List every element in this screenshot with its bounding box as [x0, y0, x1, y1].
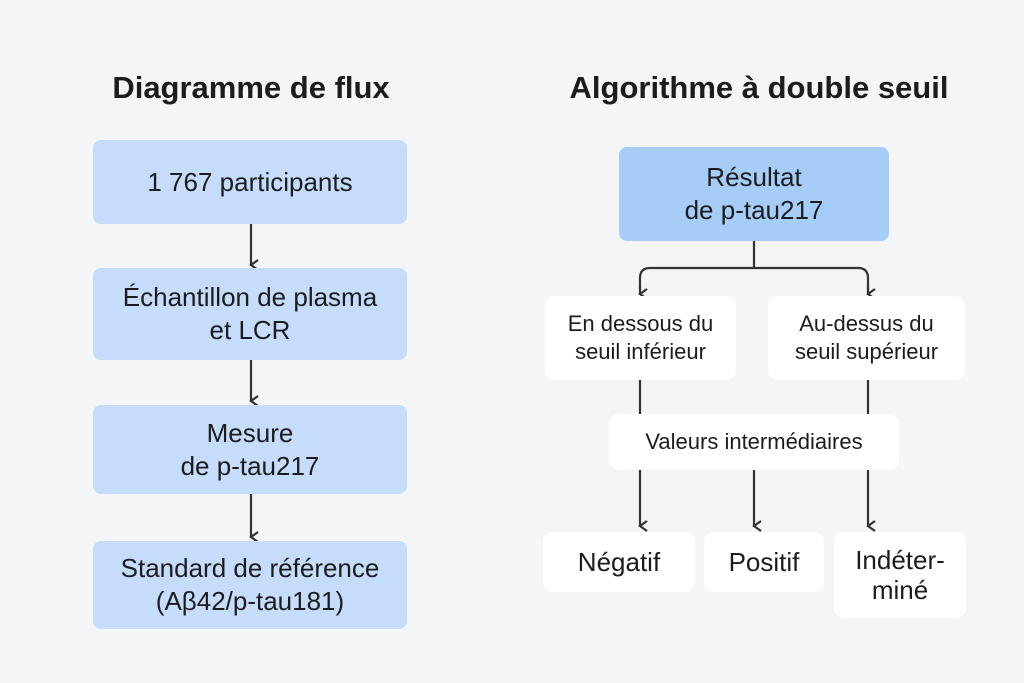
flow-step-sample: Échantillon de plasma et LCR: [93, 268, 407, 360]
outcome-negatif: Négatif: [543, 532, 695, 592]
outcome-indetermine: Indéter- miné: [834, 532, 966, 618]
right-title: Algorithme à double seuil: [569, 70, 949, 105]
root-result-box: Résultat de p-tau217: [619, 147, 889, 241]
intermediate-values-box: Valeurs intermédiaires: [609, 414, 899, 470]
split-connector: [638, 241, 870, 290]
outcome-positif: Positif: [704, 532, 824, 592]
branch-above-upper-threshold: Au-dessus du seuil supérieur: [768, 296, 965, 380]
left-title: Diagramme de flux: [112, 70, 390, 105]
flow-step-measure: Mesure de p-tau217: [93, 405, 407, 494]
branch-below-lower-threshold: En dessous du seuil inférieur: [545, 296, 736, 380]
flow-step-participants: 1 767 participants: [93, 140, 407, 224]
flow-step-reference: Standard de référence (Aβ42/p-tau181): [93, 541, 407, 629]
